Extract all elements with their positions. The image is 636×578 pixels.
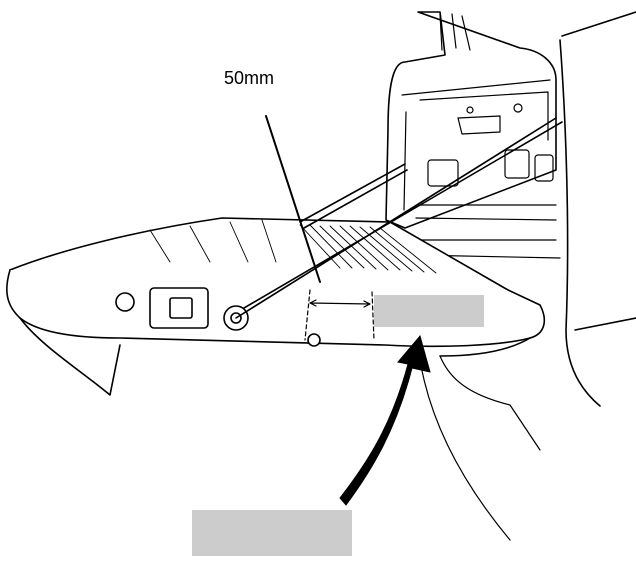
- panel-bracket: [457, 115, 501, 135]
- dimension-mark-left: [304, 289, 311, 341]
- panel-bolt: [513, 103, 523, 113]
- latch-bolt: [115, 292, 135, 312]
- tailgate-grooves: [149, 219, 277, 263]
- panel-slot: [504, 149, 530, 179]
- tailgate-skirt: [439, 355, 541, 451]
- latch-plate: [169, 297, 193, 319]
- dimension-label: 50mm: [224, 68, 275, 88]
- panel-slot: [427, 159, 459, 187]
- dimension-mark-right: [371, 291, 375, 341]
- wheel-well: [419, 359, 511, 541]
- dimension-line: [309, 299, 371, 308]
- support-cable: [235, 117, 563, 319]
- panel-bolt: [466, 106, 474, 114]
- leader-line: [265, 115, 321, 283]
- bed-floor-lines: [409, 204, 561, 259]
- panel-slot: [534, 154, 554, 182]
- pivot-pin: [307, 333, 321, 347]
- hinge-post: [439, 13, 471, 51]
- vehicle-inner-panel: [401, 79, 551, 211]
- vehicle-rear-panel: [385, 11, 557, 229]
- tailgate-lower-lip: [19, 317, 531, 396]
- tailgate-ribbing: [299, 224, 437, 274]
- placeholder-label-top: [374, 295, 484, 327]
- placeholder-label-bottom: [192, 510, 352, 556]
- cable-end-inner: [230, 312, 242, 324]
- vehicle-body-outline: [559, 11, 636, 407]
- support-strut: [299, 163, 408, 229]
- tailgate-front-edge: [6, 269, 546, 348]
- indicator-arrow: [339, 334, 431, 506]
